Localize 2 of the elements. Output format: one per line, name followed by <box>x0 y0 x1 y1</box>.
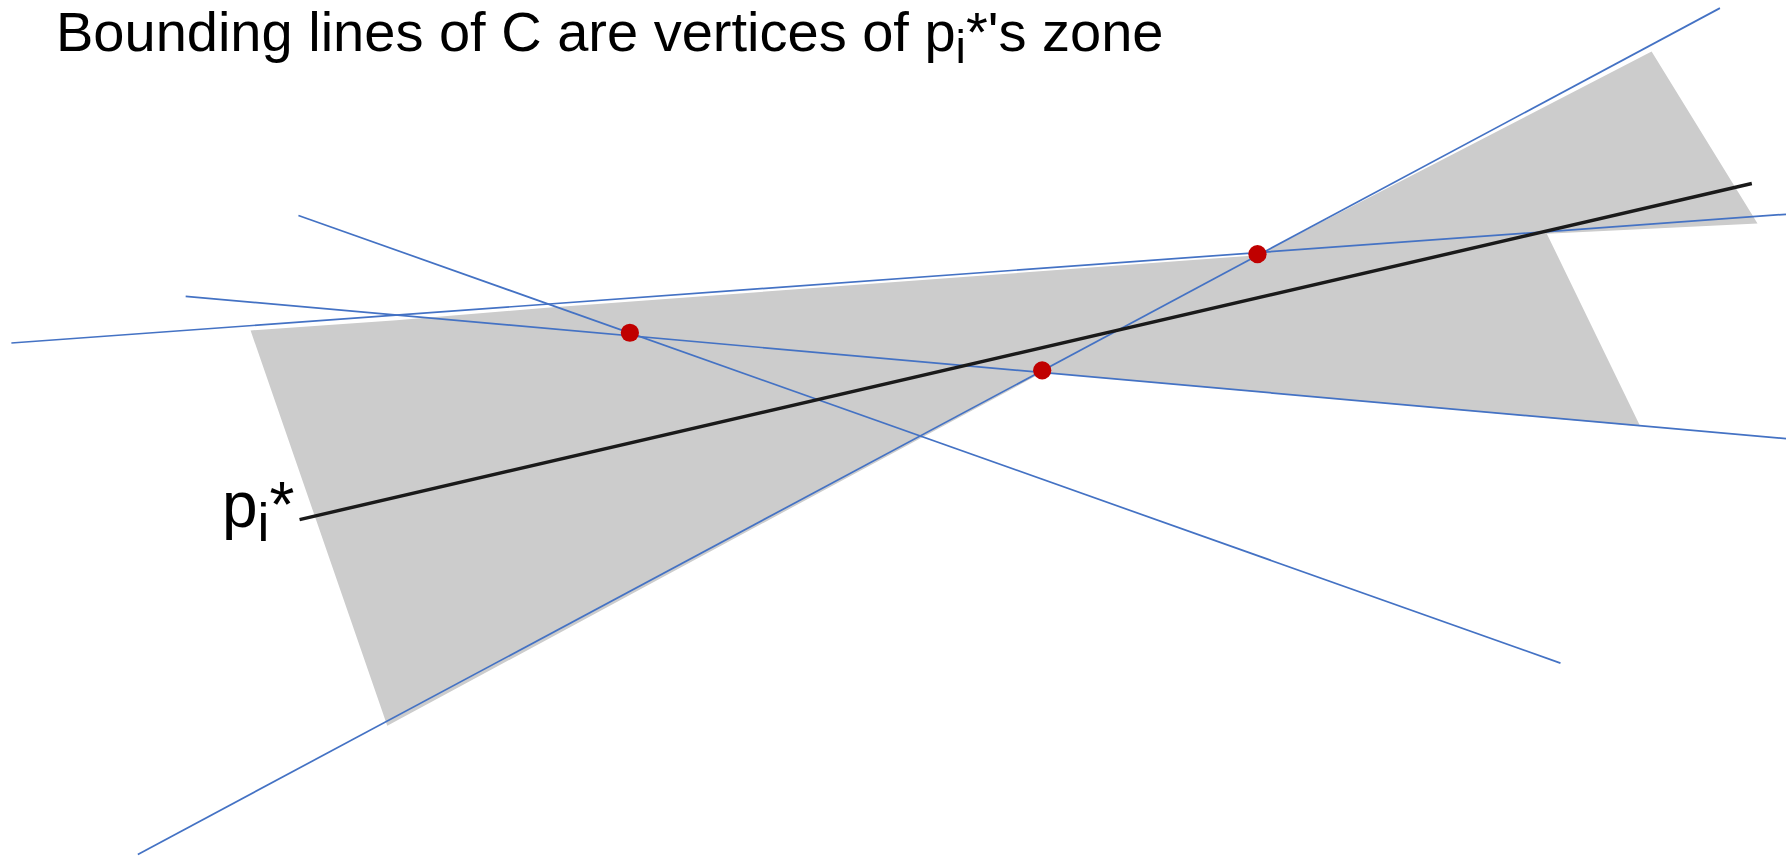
line-label: p$_{i}$* <box>222 470 295 554</box>
title: Bounding lines of C are vertices of p$_{i}$*'s zone <box>56 0 1164 76</box>
